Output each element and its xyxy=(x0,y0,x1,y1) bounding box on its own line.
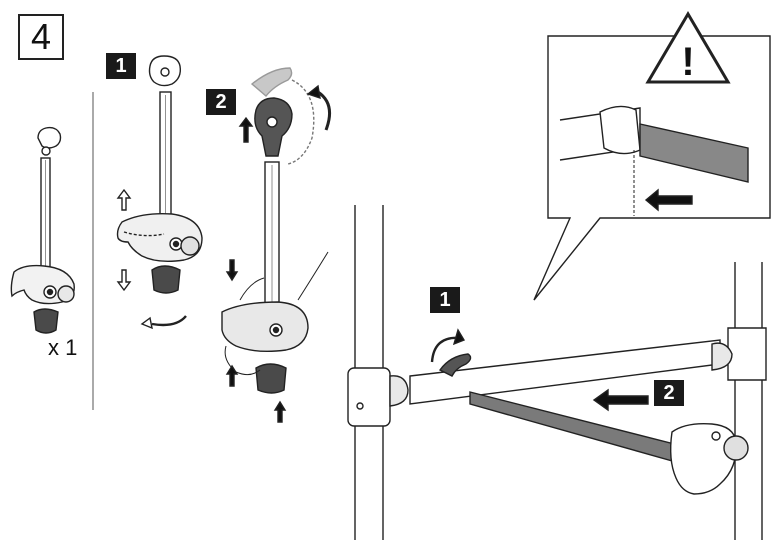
assembly-badge-2: 2 xyxy=(654,380,684,406)
quantity-label: x 1 xyxy=(48,335,78,360)
substep-badge-1: 1 xyxy=(106,53,136,79)
frame-assembly-illustration xyxy=(347,205,767,540)
warning-callout xyxy=(533,11,771,301)
warning-triangle-icon xyxy=(645,11,731,84)
substep-badge-2: 2 xyxy=(206,89,236,115)
warning-mark: ! xyxy=(681,40,694,84)
step-number: 4 xyxy=(18,14,64,60)
holder-part-illustration xyxy=(10,126,75,334)
assembly-badge-1: 1 xyxy=(430,287,460,313)
holder-loosen-illustration xyxy=(116,55,203,330)
holder-lever-illustration xyxy=(221,67,332,423)
